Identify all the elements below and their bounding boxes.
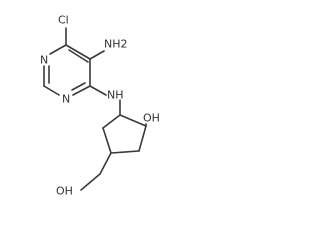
- bond-c5-nh2: [89, 50, 105, 60]
- atom-label-cl: Cl: [58, 14, 69, 27]
- atom-label-nh2: NH2: [104, 38, 128, 51]
- atom-label-n-bottom: N: [62, 93, 70, 106]
- atom-label-n-top: N: [40, 54, 48, 67]
- bond-c6-c5: [65, 44, 91, 60]
- bond-c3p-c4p: [110, 150, 140, 154]
- bond-ch2-oh: [80, 173, 101, 191]
- bond-c4p-c5p: [102, 127, 112, 154]
- bond-n1-c6: [49, 44, 67, 55]
- bond-c4p-ch2: [99, 152, 112, 175]
- bond-c4-n3: [72, 85, 91, 96]
- atom-label-nh: NH: [107, 89, 124, 102]
- atom-label-oh-ring: OH: [143, 112, 160, 125]
- bond-layer: [43, 27, 147, 191]
- bond-c1p-c2p: [119, 114, 147, 127]
- atom-label-layer: Cl NH2 N N NH OH OH: [40, 14, 160, 198]
- chemical-structure: Cl NH2 N N NH OH OH: [40, 14, 160, 198]
- bond-c2p-c3p: [138, 125, 147, 152]
- bond-c4-nh: [89, 85, 107, 96]
- bond-n3-c2: [43, 85, 60, 96]
- bond-c4-n3-double: [71, 82, 86, 91]
- bond-c6-c5-double: [68, 49, 89, 63]
- atom-label-oh-chain: OH: [56, 185, 73, 198]
- bond-c5p-c1p: [102, 114, 121, 129]
